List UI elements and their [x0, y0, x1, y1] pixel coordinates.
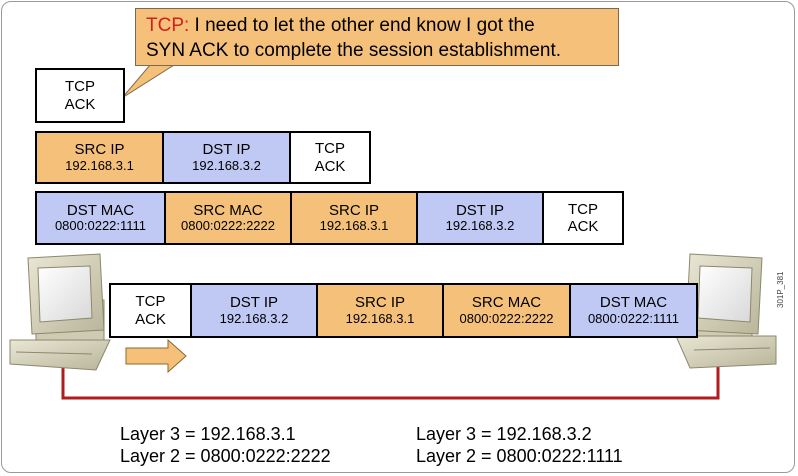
field-label: TCP	[135, 293, 166, 311]
left-host-layer2: Layer 2 = 0800:0222:2222	[120, 446, 331, 466]
field-value: 192.168.3.2	[445, 218, 515, 234]
frame-dst-mac-field: DST MAC 0800:0222:1111	[35, 191, 166, 245]
wire-src-mac-field: SRC MAC 0800:0222:2222	[442, 283, 571, 338]
tcp-speech-callout: TCP: I need to let the other end know I …	[135, 8, 619, 66]
packet-dst-ip-field: DST IP 192.168.3.2	[162, 131, 291, 184]
callout-protocol-label: TCP:	[146, 15, 190, 36]
frame-src-ip-field: SRC IP 192.168.3.1	[290, 191, 418, 245]
callout-line-2: SYN ACK to complete the session establis…	[146, 40, 562, 61]
field-label: TCP	[315, 140, 345, 158]
field-label: DST IP	[229, 294, 279, 312]
left-computer-icon	[9, 253, 111, 371]
direction-arrow-icon	[125, 338, 187, 374]
field-value: 192.168.3.2	[219, 310, 289, 326]
field-label: SRC IP	[328, 201, 379, 219]
field-label: SRC MAC	[193, 201, 263, 219]
packet-tcp-ack-field: TCP ACK	[289, 131, 371, 184]
field-value: ACK	[567, 218, 599, 235]
field-label: SRC MAC	[471, 294, 542, 312]
field-value: 0800:0222:2222	[459, 310, 554, 326]
right-host-layer2: Layer 2 = 0800:0222:1111	[416, 446, 623, 466]
field-value: ACK	[135, 310, 166, 328]
tcp-ack-segment: TCP ACK	[35, 68, 125, 123]
field-value: 0800:0222:1111	[587, 310, 680, 326]
field-label: SRC IP	[74, 141, 125, 159]
frame-tcp-ack-field: TCP ACK	[542, 191, 624, 245]
left-host-layer3: Layer 3 = 192.168.3.1	[120, 424, 296, 444]
link-cable	[61, 352, 720, 400]
wire-tcp-ack-field: TCP ACK	[109, 283, 192, 338]
image-code-label: 301P_381	[776, 271, 785, 308]
field-label: DST IP	[202, 141, 251, 159]
segment-line-1: TCP	[65, 78, 95, 96]
field-label: DST IP	[455, 201, 505, 219]
field-value: 0800:0222:2222	[181, 218, 275, 234]
field-value: 0800:0222:1111	[54, 218, 147, 234]
field-value: 192.168.3.1	[319, 218, 389, 234]
field-label: DST MAC	[66, 201, 135, 219]
field-value: ACK	[314, 157, 346, 175]
right-computer-icon	[675, 253, 777, 369]
wire-src-ip-field: SRC IP 192.168.3.1	[316, 283, 444, 338]
frame-src-mac-field: SRC MAC 0800:0222:2222	[164, 191, 292, 245]
field-value: 192.168.3.2	[192, 157, 261, 173]
right-host-layer3: Layer 3 = 192.168.3.2	[416, 424, 592, 444]
wire-dst-mac-field: DST MAC 0800:0222:1111	[569, 283, 698, 338]
wire-dst-ip-field: DST IP 192.168.3.2	[190, 283, 318, 338]
frame-dst-ip-field: DST IP 192.168.3.2	[416, 191, 544, 245]
field-label: TCP	[568, 200, 598, 218]
field-value: 192.168.3.1	[345, 310, 415, 326]
callout-line-1: I need to let the other end know I got t…	[189, 15, 535, 36]
field-label: SRC IP	[354, 294, 405, 312]
packet-src-ip-field: SRC IP 192.168.3.1	[35, 131, 164, 184]
field-value: 192.168.3.1	[65, 157, 134, 173]
segment-line-2: ACK	[64, 95, 96, 113]
field-label: DST MAC	[599, 294, 668, 312]
